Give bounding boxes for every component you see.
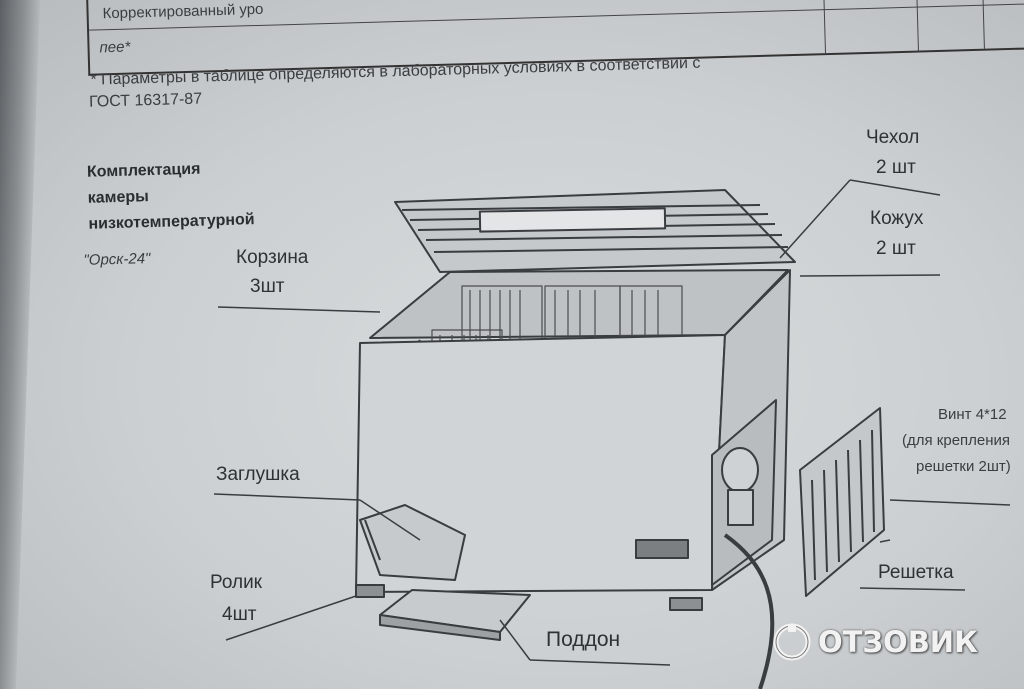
grille bbox=[799, 407, 885, 597]
label-chehol: Чехол bbox=[866, 127, 920, 148]
label-poddon: Поддон bbox=[546, 628, 621, 651]
label-chehol-qty: 2 шт bbox=[876, 157, 916, 178]
label-vint: Винт 4*12 bbox=[938, 406, 1007, 423]
watermark: ОТЗОВИК bbox=[772, 618, 978, 666]
watermark-text: ОТЗОВИК bbox=[818, 625, 978, 659]
label-zaglushka: Заглушка bbox=[216, 464, 300, 485]
label-vint-note-2: решетки 2шт) bbox=[916, 458, 1011, 475]
label-korzina-qty: 3шт bbox=[250, 276, 285, 297]
label-kozhuh-qty: 2 шт bbox=[876, 238, 916, 259]
otzovik-logo-icon bbox=[773, 623, 811, 661]
label-rolik-qty: 4шт bbox=[222, 604, 257, 625]
label-vint-note-1: (для крепления bbox=[902, 432, 1011, 449]
label-rolik: Ролик bbox=[210, 572, 262, 593]
freezer-lid bbox=[394, 189, 796, 273]
label-reshetka: Решетка bbox=[878, 562, 954, 583]
label-korzina: Корзина bbox=[236, 247, 309, 268]
label-kozhuh: Кожух bbox=[870, 208, 924, 229]
